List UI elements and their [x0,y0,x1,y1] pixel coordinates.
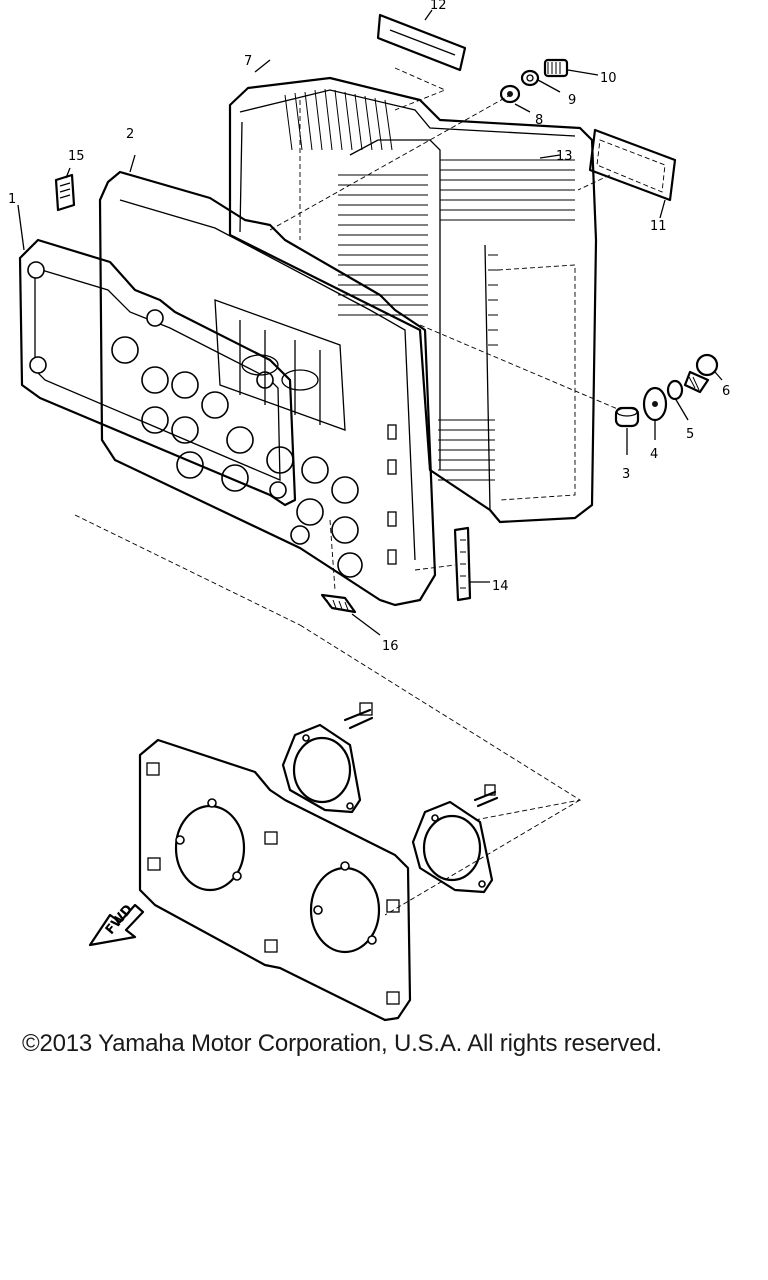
part-6-bolt [683,353,719,394]
part-3-spacer [614,406,640,428]
callout-6: 6 [722,384,730,399]
flange-gasket-right [411,800,494,894]
clips [387,424,397,565]
callout-13: 13 [556,149,573,164]
part-7-airbox-cover [228,76,598,524]
callout-labels: 1 2 3 4 5 6 7 8 9 10 11 12 13 14 15 16 [8,0,730,654]
callout-11: 11 [650,219,667,234]
fins-right [438,159,575,481]
callout-9: 9 [568,93,576,108]
callout-8: 8 [535,113,543,128]
callout-4: 4 [650,447,658,462]
callout-3: 3 [622,467,630,482]
fins-top-left [284,88,393,151]
fwd-direction-arrow: FWD [88,902,145,947]
callout-14: 14 [492,579,509,594]
flange-gasket-left [281,723,362,814]
grommet-holes [111,336,363,578]
exploded-parts-diagram: FWD 1 2 3 4 5 6 7 8 [8,0,730,1022]
intake-cylinders [214,299,346,431]
callout-5: 5 [686,427,694,442]
part-8-washer [499,84,521,104]
part-16-clip [320,593,357,614]
part-14-strip [453,526,472,602]
part-5-lock-washer [666,379,684,401]
part-9-washer [520,69,540,87]
fins-center [338,174,428,316]
leader-lines [17,9,723,916]
callout-7: 7 [244,54,252,69]
callout-15: 15 [68,149,85,164]
callout-1: 1 [8,192,16,207]
part-4-washer [642,386,668,422]
carb-mounting-plate [138,738,412,1022]
part-12-label [376,13,467,72]
callout-2: 2 [126,127,134,142]
callout-12: 12 [430,0,447,13]
callout-10: 10 [600,71,617,86]
part-2-cover-plate [98,170,437,607]
part-10-bolt [543,58,569,78]
copyright-notice: ©2013 Yamaha Motor Corporation, U.S.A. A… [22,1030,662,1057]
plate-nuts [146,762,400,1005]
part-1-gasket [18,238,297,507]
part-11-reflector [588,128,677,202]
part-15-tag [54,173,76,212]
screws-lower [343,702,499,808]
callout-16: 16 [382,639,399,654]
